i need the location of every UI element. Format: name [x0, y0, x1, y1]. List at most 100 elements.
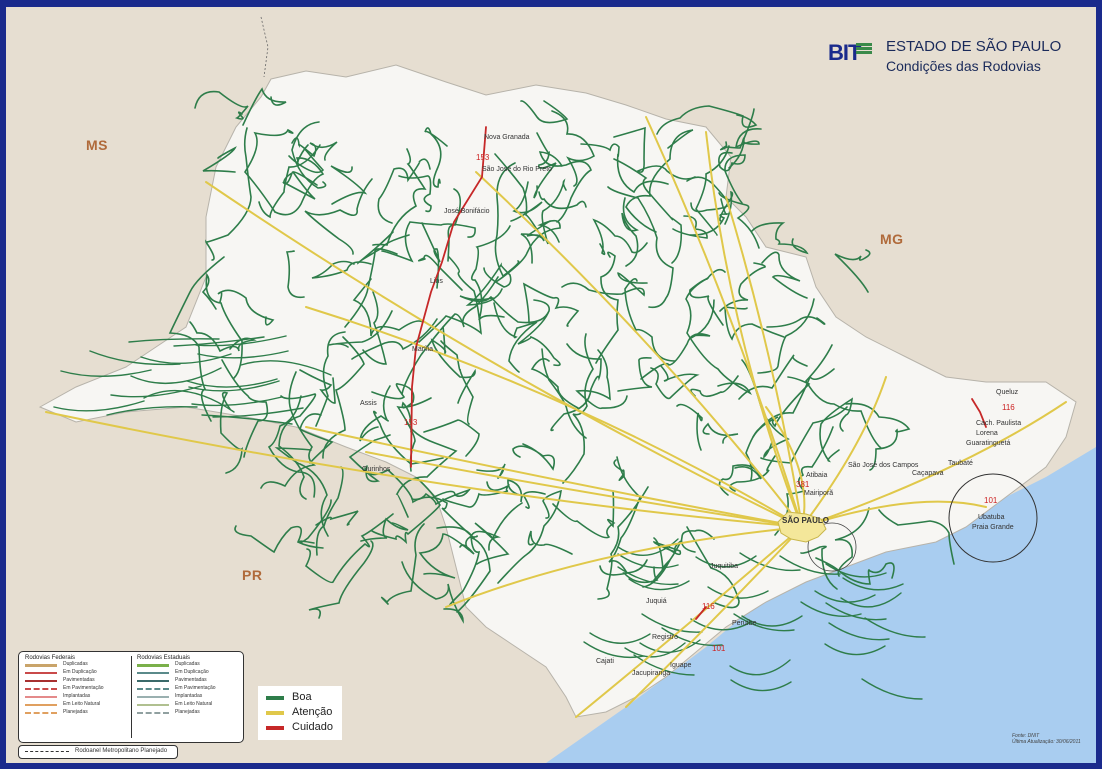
road-segment [825, 602, 887, 621]
highway-trunk [801, 401, 1067, 528]
road-segment [761, 251, 808, 299]
road-segment [304, 178, 373, 255]
road-segment [861, 678, 923, 700]
road-segment [351, 318, 438, 360]
road-segment [617, 357, 653, 392]
update-line: Última Atualização: 30/06/2011 [1012, 739, 1081, 745]
bit-logo: BIT [828, 40, 861, 65]
highway-trunk [801, 376, 887, 528]
road-segment [707, 586, 769, 599]
road-segment [676, 403, 703, 451]
condition-legend: Boa Atenção Cuidado [258, 686, 342, 740]
route-label-153-north: 153 [476, 153, 490, 162]
road-segment [583, 641, 645, 659]
road-segment [357, 231, 410, 265]
road-segment [243, 128, 294, 213]
highlight-circle-litoral-norte [948, 473, 1038, 563]
road-segment [766, 316, 826, 328]
route-label-381: 381 [796, 480, 810, 489]
road-segment [751, 222, 809, 255]
road-segment [551, 110, 595, 187]
highway-trunk [305, 306, 803, 528]
road-segment [624, 278, 676, 362]
road-segment [304, 513, 394, 584]
road-segment [442, 481, 511, 508]
road-segment [296, 144, 325, 174]
highway-caution-br153 [410, 126, 487, 468]
city-cach-paulista: Cach. Paulista [976, 420, 1021, 427]
road-segment [315, 331, 346, 427]
road-segment [613, 158, 683, 264]
road-segment [695, 555, 757, 568]
city-sao-paulo: SÃO PAULO [782, 516, 829, 525]
legend-state-row: Em Duplicação [133, 669, 243, 677]
road-segment [202, 146, 237, 173]
road-segment [186, 378, 278, 388]
highway-trunk [625, 526, 803, 708]
route-label-101-litoral: 101 [984, 496, 998, 505]
condition-swatch-atencao [266, 711, 284, 715]
road-segment [517, 312, 561, 367]
road-segment [285, 250, 305, 299]
road-segment [424, 127, 448, 188]
map-canvas[interactable]: Nova Granada São José do Rio Preto José … [6, 7, 1096, 763]
city-praia-grande: Praia Grande [972, 524, 1014, 531]
road-segment [311, 260, 372, 279]
road-segment [718, 151, 746, 204]
road-segment [617, 553, 679, 569]
legend-state-row: Duplicadas [133, 661, 243, 669]
road-segment [541, 348, 587, 439]
road-segment [622, 559, 659, 584]
road-segment [60, 369, 152, 377]
city-jacupiranga: Jacupiranga [632, 670, 670, 677]
road-segment [242, 87, 287, 126]
city-queluz: Queluz [996, 389, 1019, 396]
road-segment [739, 552, 801, 572]
condition-row-boa: Boa [258, 690, 342, 705]
road-segment [825, 563, 887, 578]
highway-trunk [801, 500, 987, 528]
highway-caution-vale [971, 398, 987, 428]
road-segment [143, 389, 235, 413]
road-segment [201, 414, 293, 425]
road-segment [417, 254, 463, 291]
highway-trunk [445, 526, 803, 608]
road-segment [418, 533, 470, 579]
route-label-116-vale: 116 [1002, 403, 1015, 412]
road-segment [308, 540, 374, 619]
road-segment [641, 613, 703, 633]
road-segment [465, 262, 512, 306]
road-segment [201, 272, 243, 379]
route-label-153-south: 153 [404, 418, 418, 427]
road-segment [221, 359, 269, 458]
city-assis: Assis [360, 400, 377, 407]
road-segment [173, 336, 265, 347]
road-segment [372, 410, 444, 465]
road-segment [733, 613, 795, 632]
road-segment [274, 155, 325, 216]
road-network [45, 87, 1067, 718]
road-segment [589, 632, 651, 644]
road-segment [299, 413, 334, 464]
road-segment [291, 121, 327, 189]
road-segment [526, 178, 567, 245]
legend-federal-row: Planejadas [21, 709, 131, 717]
road-segment [494, 153, 545, 264]
city-marilia: Marília [412, 346, 433, 353]
highway-trunk [205, 181, 803, 528]
road-segment [411, 488, 472, 506]
condition-label-boa: Boa [292, 691, 312, 703]
road-segment [497, 489, 562, 584]
condition-swatch-cuidado [266, 726, 284, 730]
road-segment [191, 396, 283, 407]
city-nova-granada: Nova Granada [484, 134, 530, 141]
road-segment [597, 486, 649, 600]
road-segment [617, 566, 679, 586]
road-segment [878, 509, 955, 565]
legend-state-row: Pavimentadas [133, 677, 243, 685]
road-segment [512, 443, 556, 471]
road-segment [530, 358, 579, 409]
road-segment [299, 369, 336, 404]
road-segment [580, 143, 669, 194]
road-segment [278, 393, 317, 500]
